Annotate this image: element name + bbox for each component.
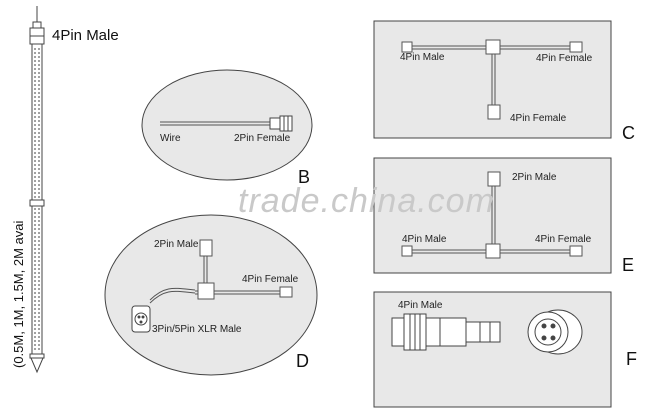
t-splitter-icon	[401, 39, 583, 120]
panel-e-letter: E	[622, 255, 635, 275]
xlr-splitter-icon	[149, 239, 293, 304]
connector-face-icon	[527, 309, 583, 355]
panel-c	[373, 20, 612, 139]
panel-c-right-label: 4Pin Female	[536, 53, 593, 64]
wire-icon	[160, 121, 270, 126]
panel-d-letter: D	[296, 351, 309, 371]
panel-c-bottom-label: 4Pin Female	[510, 113, 567, 124]
panel-b-wire-label: Wire	[160, 133, 181, 144]
panel-e-left-label: 4Pin Male	[402, 234, 447, 245]
panel-d-right-label: 4Pin Female	[242, 274, 299, 285]
tube-lengths-note: (0.5M, 1M, 1.5M, 2M avai	[11, 220, 26, 368]
connector-icon	[269, 115, 293, 132]
panel-b-connector-label: 2Pin Female	[234, 133, 291, 144]
led-tube-icon	[29, 6, 45, 374]
panel-f	[373, 291, 612, 408]
watermark-text: trade.china.com	[238, 182, 495, 220]
panel-d-top-label: 2Pin Male	[154, 239, 199, 250]
xlr-connector-icon	[131, 305, 151, 333]
panel-c-letter: C	[622, 123, 635, 143]
panel-d-bottom-label: 3Pin/5Pin XLR Male	[152, 324, 242, 335]
panel-e-right-label: 4Pin Female	[535, 234, 592, 245]
panel-f-letter: F	[626, 349, 637, 369]
panel-b-letter: B	[298, 167, 311, 187]
panel-e	[373, 157, 612, 274]
connector-icon	[391, 313, 501, 351]
panel-d	[104, 214, 318, 376]
panel-c-left-label: 4Pin Male	[400, 52, 445, 63]
panel-f-label: 4Pin Male	[398, 300, 443, 311]
panel-e-top-label: 2Pin Male	[512, 172, 557, 183]
t-splitter-icon	[401, 171, 583, 259]
panel-b	[141, 69, 313, 181]
tube-title: 4Pin Male	[52, 27, 119, 44]
